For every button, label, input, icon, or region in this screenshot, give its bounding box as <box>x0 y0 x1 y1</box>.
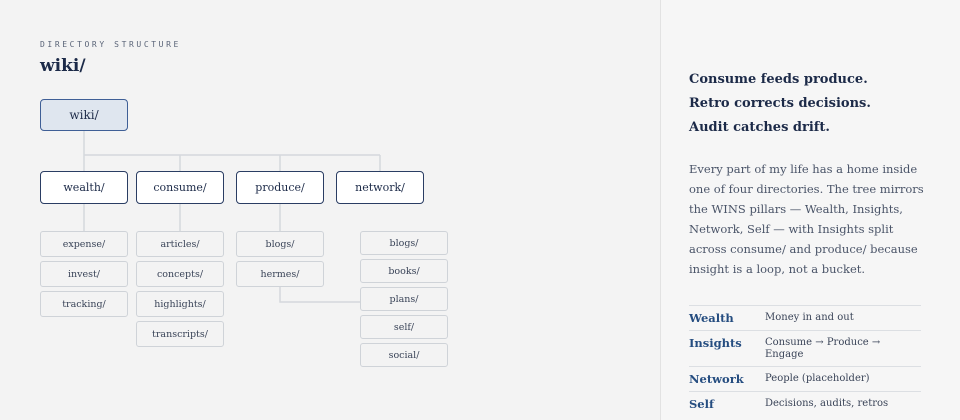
pillar-desc: Consume → Produce → Engage <box>765 337 881 360</box>
pillar-row-self: Self Decisions, audits, retros <box>689 391 921 416</box>
pillar-name: Self <box>689 397 714 411</box>
dir-network[interactable]: network/ <box>336 171 424 204</box>
section-eyebrow: DIRECTORY STRUCTURE <box>40 40 181 49</box>
tree-root-node[interactable]: wiki/ <box>40 99 128 131</box>
dir-consume[interactable]: consume/ <box>136 171 224 204</box>
tagline-line: Retro corrects decisions. <box>689 96 871 111</box>
pillar-row-network: Network People (placeholder) <box>689 366 921 391</box>
dir-produce[interactable]: produce/ <box>236 171 324 204</box>
leaf-branch-plans[interactable]: plans/ <box>360 287 448 311</box>
pillar-row-insights: Insights Consume → Produce → Engage <box>689 330 921 366</box>
leaf-transcripts[interactable]: transcripts/ <box>136 321 224 347</box>
leaf-branch-self[interactable]: self/ <box>360 315 448 339</box>
leaf-highlights[interactable]: highlights/ <box>136 291 224 317</box>
pillar-row-wealth: Wealth Money in and out <box>689 305 921 330</box>
dir-wealth[interactable]: wealth/ <box>40 171 128 204</box>
tree-connectors <box>83 131 381 303</box>
pillars-list: Wealth Money in and out Insights Consume… <box>689 305 921 416</box>
leaf-tracking[interactable]: tracking/ <box>40 291 128 317</box>
description-paragraph: Every part of my life has a home inside … <box>689 162 924 276</box>
pillar-name: Wealth <box>689 311 734 325</box>
page-title: wiki/ <box>40 56 86 76</box>
connector-produce-branch <box>279 286 360 303</box>
info-sidebar: Consume feeds produce. Retro corrects de… <box>660 0 960 420</box>
leaf-branch-books[interactable]: books/ <box>360 259 448 283</box>
leaf-articles[interactable]: articles/ <box>136 231 224 257</box>
pillar-desc: Money in and out <box>765 312 854 323</box>
leaf-blogs[interactable]: blogs/ <box>236 231 324 257</box>
leaf-hermes[interactable]: hermes/ <box>236 261 324 287</box>
pillar-desc: People (placeholder) <box>765 373 870 384</box>
pillar-desc: Decisions, audits, retros <box>765 398 889 409</box>
tagline: Consume feeds produce. Retro corrects de… <box>689 68 939 140</box>
pillar-name: Insights <box>689 336 742 350</box>
leaf-branch-social[interactable]: social/ <box>360 343 448 367</box>
diagram-panel: DIRECTORY STRUCTURE wiki/ wiki/ wealth/ … <box>40 40 448 367</box>
tagline-line: Audit catches drift. <box>689 120 830 135</box>
pillar-name: Network <box>689 372 744 386</box>
tagline-line: Consume feeds produce. <box>689 72 868 87</box>
leaf-concepts[interactable]: concepts/ <box>136 261 224 287</box>
leaf-expense[interactable]: expense/ <box>40 231 128 257</box>
leaf-invest[interactable]: invest/ <box>40 261 128 287</box>
leaf-branch-blogs[interactable]: blogs/ <box>360 231 448 255</box>
